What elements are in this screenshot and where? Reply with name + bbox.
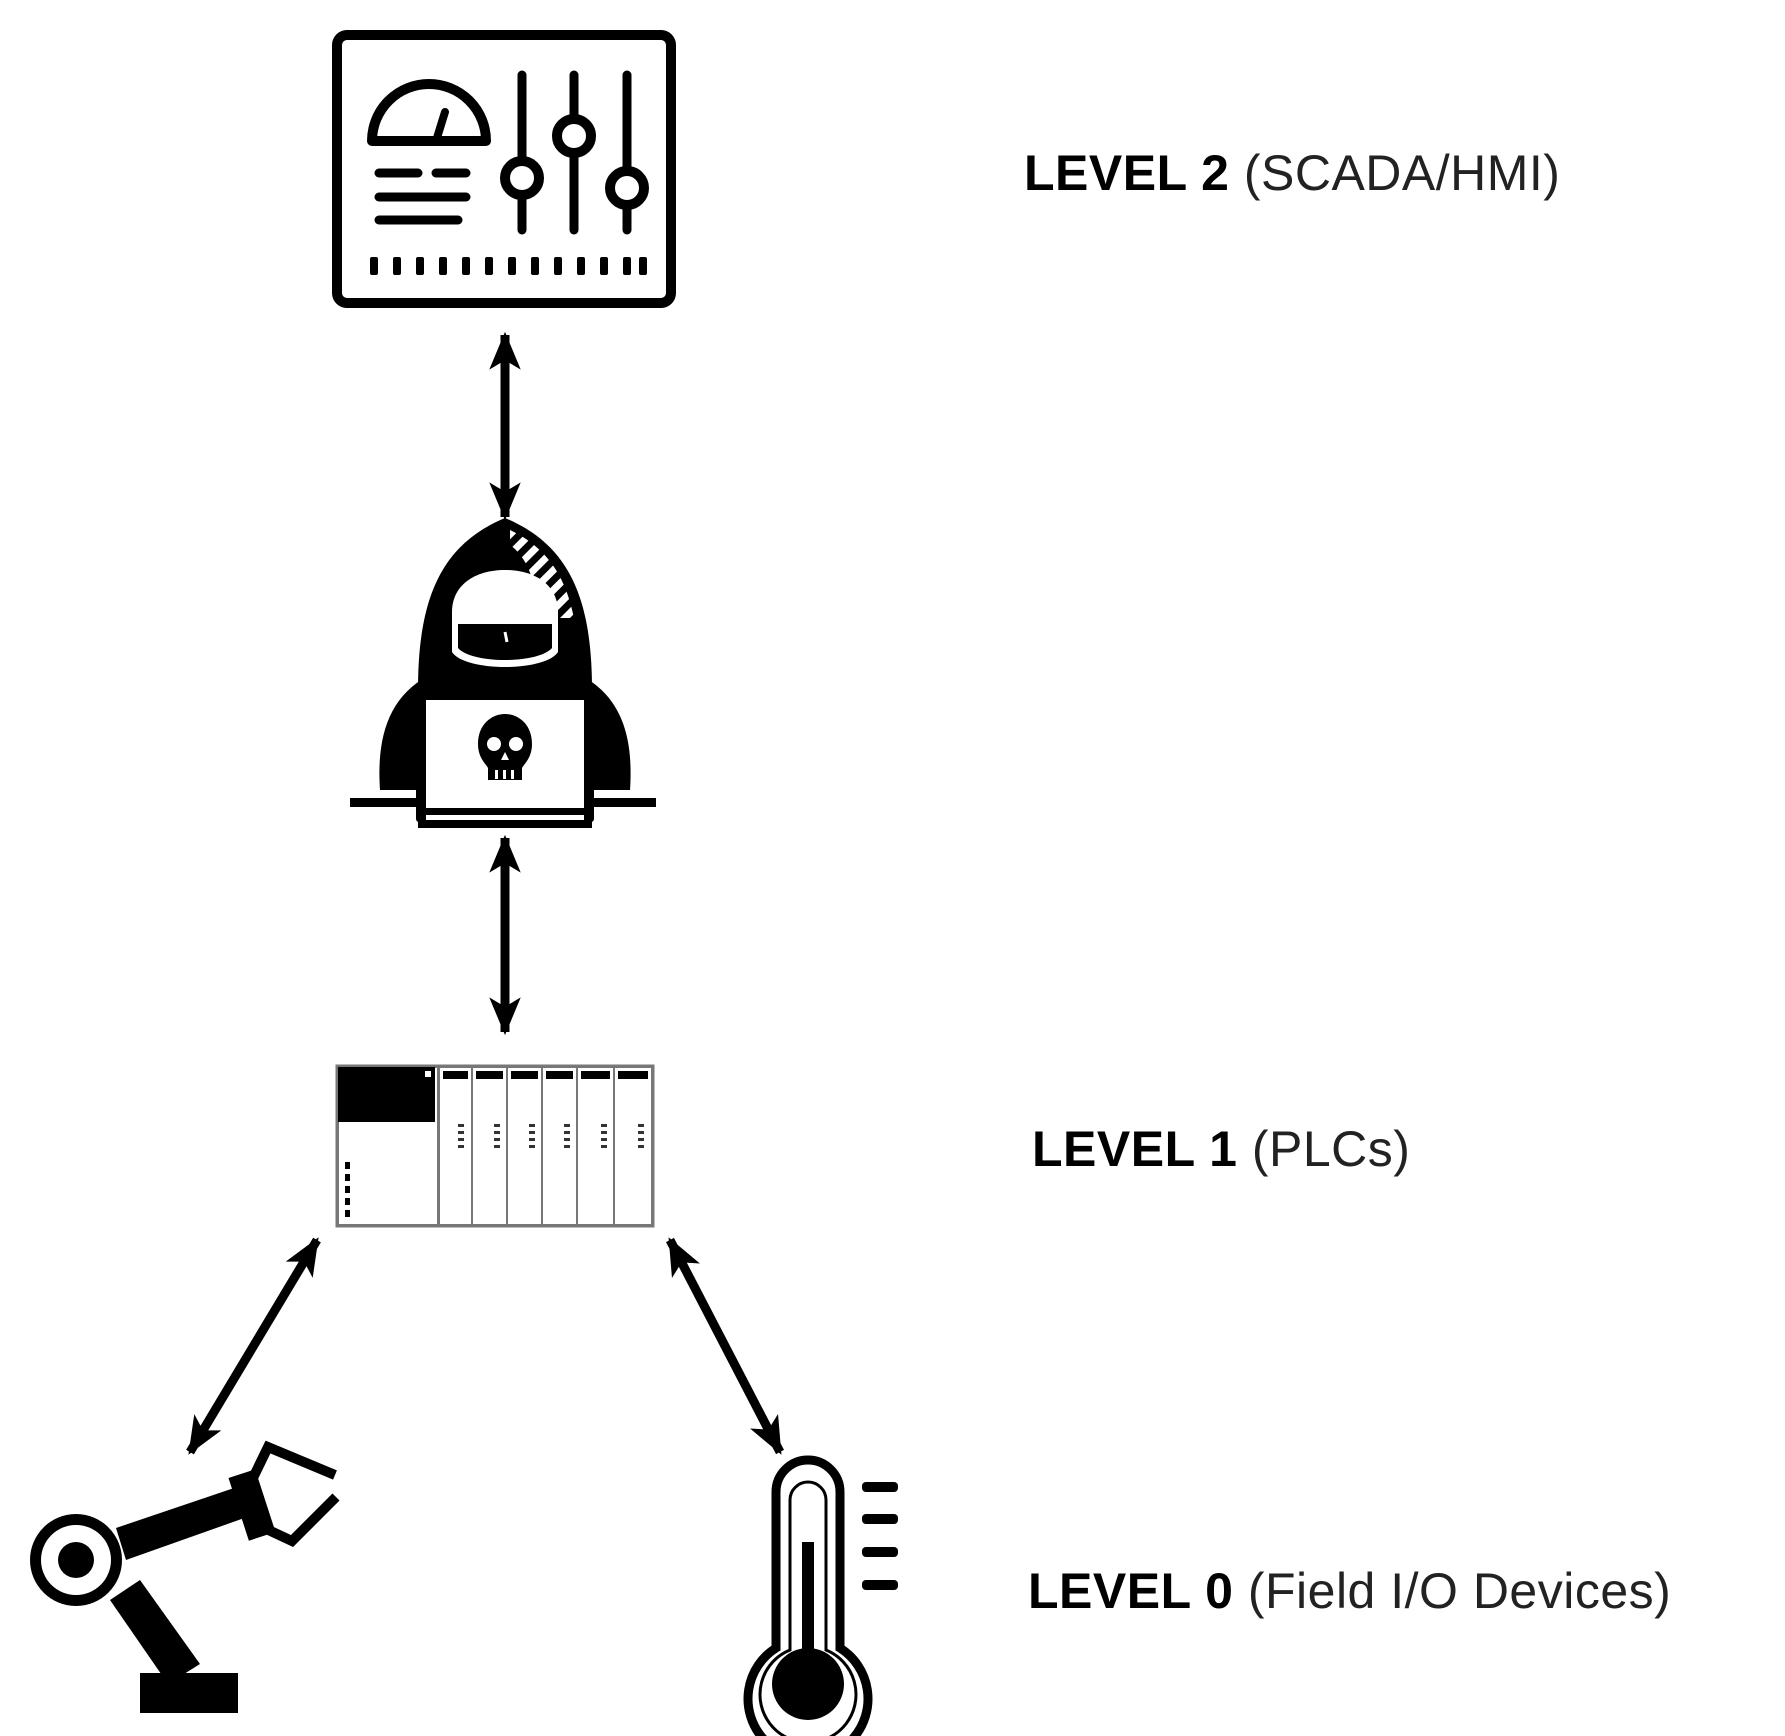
thermometer-icon [743, 1455, 898, 1736]
level-2-description: (SCADA/HMI) [1243, 145, 1561, 201]
control-panel-icon [332, 30, 676, 308]
gauge-icon [367, 79, 491, 146]
level-0-label: LEVEL 0 (Field I/O Devices) [1028, 1566, 1671, 1616]
text-lines-icon [374, 168, 471, 225]
hooded-hacker-laptop-icon [350, 518, 656, 828]
sliders-icon [500, 70, 649, 235]
skull-icon [478, 714, 532, 780]
temperature-scale [862, 1482, 898, 1590]
level-2-title: LEVEL 2 [1024, 145, 1230, 201]
level-1-description: (PLCs) [1251, 1121, 1411, 1177]
connection-arrows [186, 331, 784, 1455]
level-1-label: LEVEL 1 (PLCs) [1032, 1124, 1410, 1174]
io-modules [438, 1066, 653, 1226]
arrow-plc-robotic-arm [186, 1237, 321, 1455]
level-0-title: LEVEL 0 [1028, 1563, 1234, 1619]
robotic-arm-icon [30, 1440, 340, 1713]
tick-marks [370, 257, 647, 275]
level-1-title: LEVEL 1 [1032, 1121, 1238, 1177]
level-2-label: LEVEL 2 (SCADA/HMI) [1024, 148, 1560, 198]
arrow-plc-thermometer [666, 1237, 784, 1455]
level-0-description: (Field I/O Devices) [1247, 1563, 1672, 1619]
plc-rack-icon [335, 1064, 655, 1228]
